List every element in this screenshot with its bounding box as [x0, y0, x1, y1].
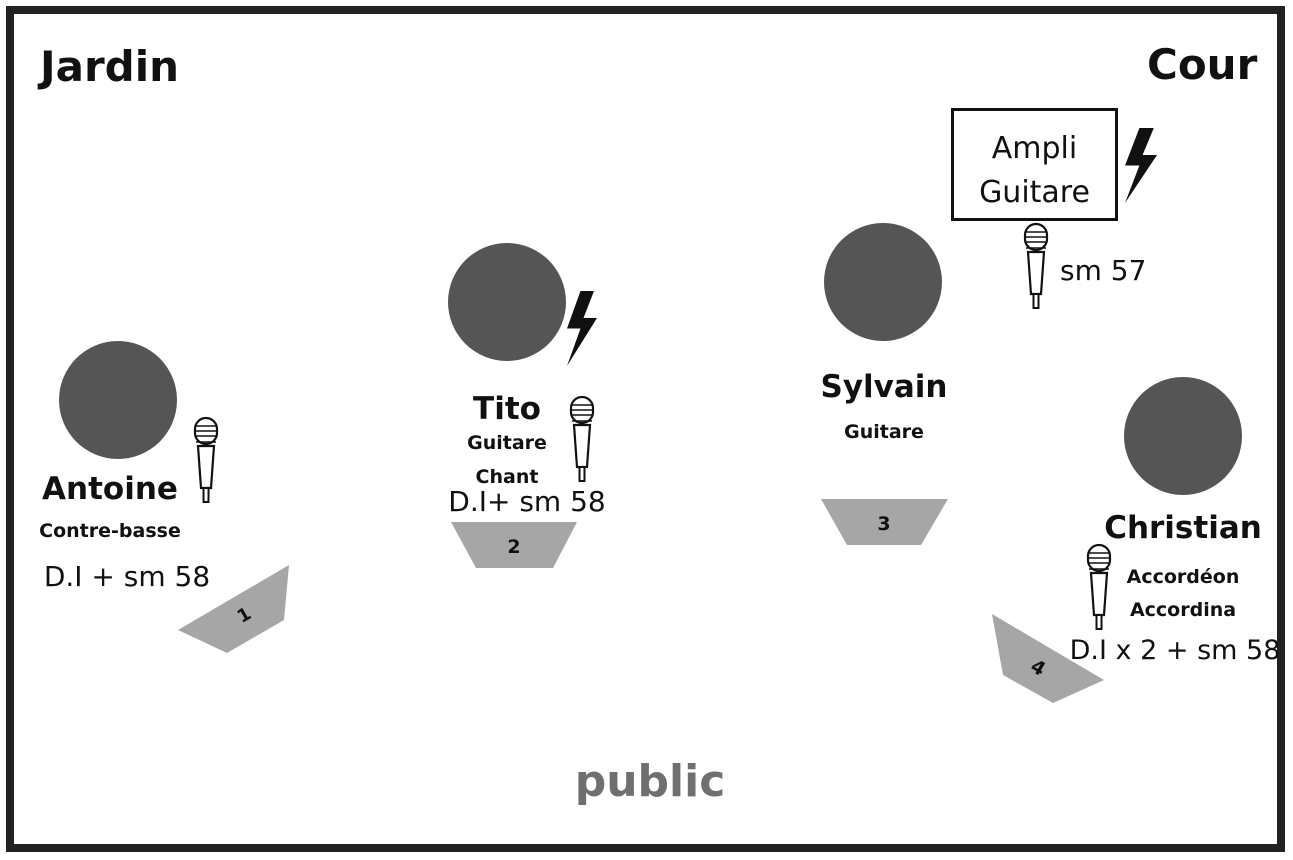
- musician-tito-circle: [448, 243, 566, 361]
- musician-name-tito: Tito: [473, 391, 541, 427]
- musician-role-antoine: Contre-basse: [39, 520, 181, 542]
- wedge-monitor-4: [992, 614, 1104, 703]
- musician-role-christian-line2: Accordina: [1129, 599, 1237, 621]
- microphone-icon: [569, 395, 595, 483]
- microphone-icon: [1086, 543, 1112, 631]
- musician-role-tito-line1: Guitare: [467, 432, 547, 454]
- wedge-number-3: 3: [877, 513, 890, 535]
- wedge-monitor-1: [178, 565, 289, 653]
- musician-name-christian: Christian: [1104, 510, 1262, 546]
- guitar-amp-box: Ampli Guitare: [951, 108, 1118, 221]
- audience-label: public: [574, 756, 726, 807]
- musician-name-antoine: Antoine: [42, 471, 178, 507]
- musician-role-tito-line2: Chant: [475, 466, 539, 488]
- power-icon: [1125, 128, 1157, 203]
- musician-name-sylvain: Sylvain: [820, 369, 948, 405]
- musician-role-sylvain: Guitare: [844, 421, 924, 443]
- wedge-monitor-2: [451, 522, 577, 568]
- equipment-antoine: D.I + sm 58: [43, 560, 211, 593]
- jardin-label: Jardin: [40, 42, 180, 91]
- microphone-icon: [193, 416, 219, 504]
- wedge-number-2: 2: [507, 536, 520, 558]
- cour-label: Cour: [1147, 40, 1258, 89]
- amp-mic-label: sm 57: [1060, 254, 1147, 287]
- microphone-icon: [1023, 222, 1049, 310]
- musician-christian-circle: [1124, 377, 1242, 495]
- amp-label-line2: Guitare: [979, 175, 1090, 210]
- power-icon: [567, 291, 597, 366]
- equipment-tito: D.I+ sm 58: [448, 485, 606, 518]
- equipment-christian: D.I x 2 + sm 58: [1069, 635, 1281, 666]
- amp-label-line1: Ampli: [991, 131, 1078, 166]
- musician-sylvain-circle: [824, 223, 942, 341]
- musician-antoine-circle: [59, 341, 177, 459]
- musician-role-christian-line1: Accordéon: [1126, 566, 1240, 588]
- wedge-monitor-3: [821, 499, 948, 545]
